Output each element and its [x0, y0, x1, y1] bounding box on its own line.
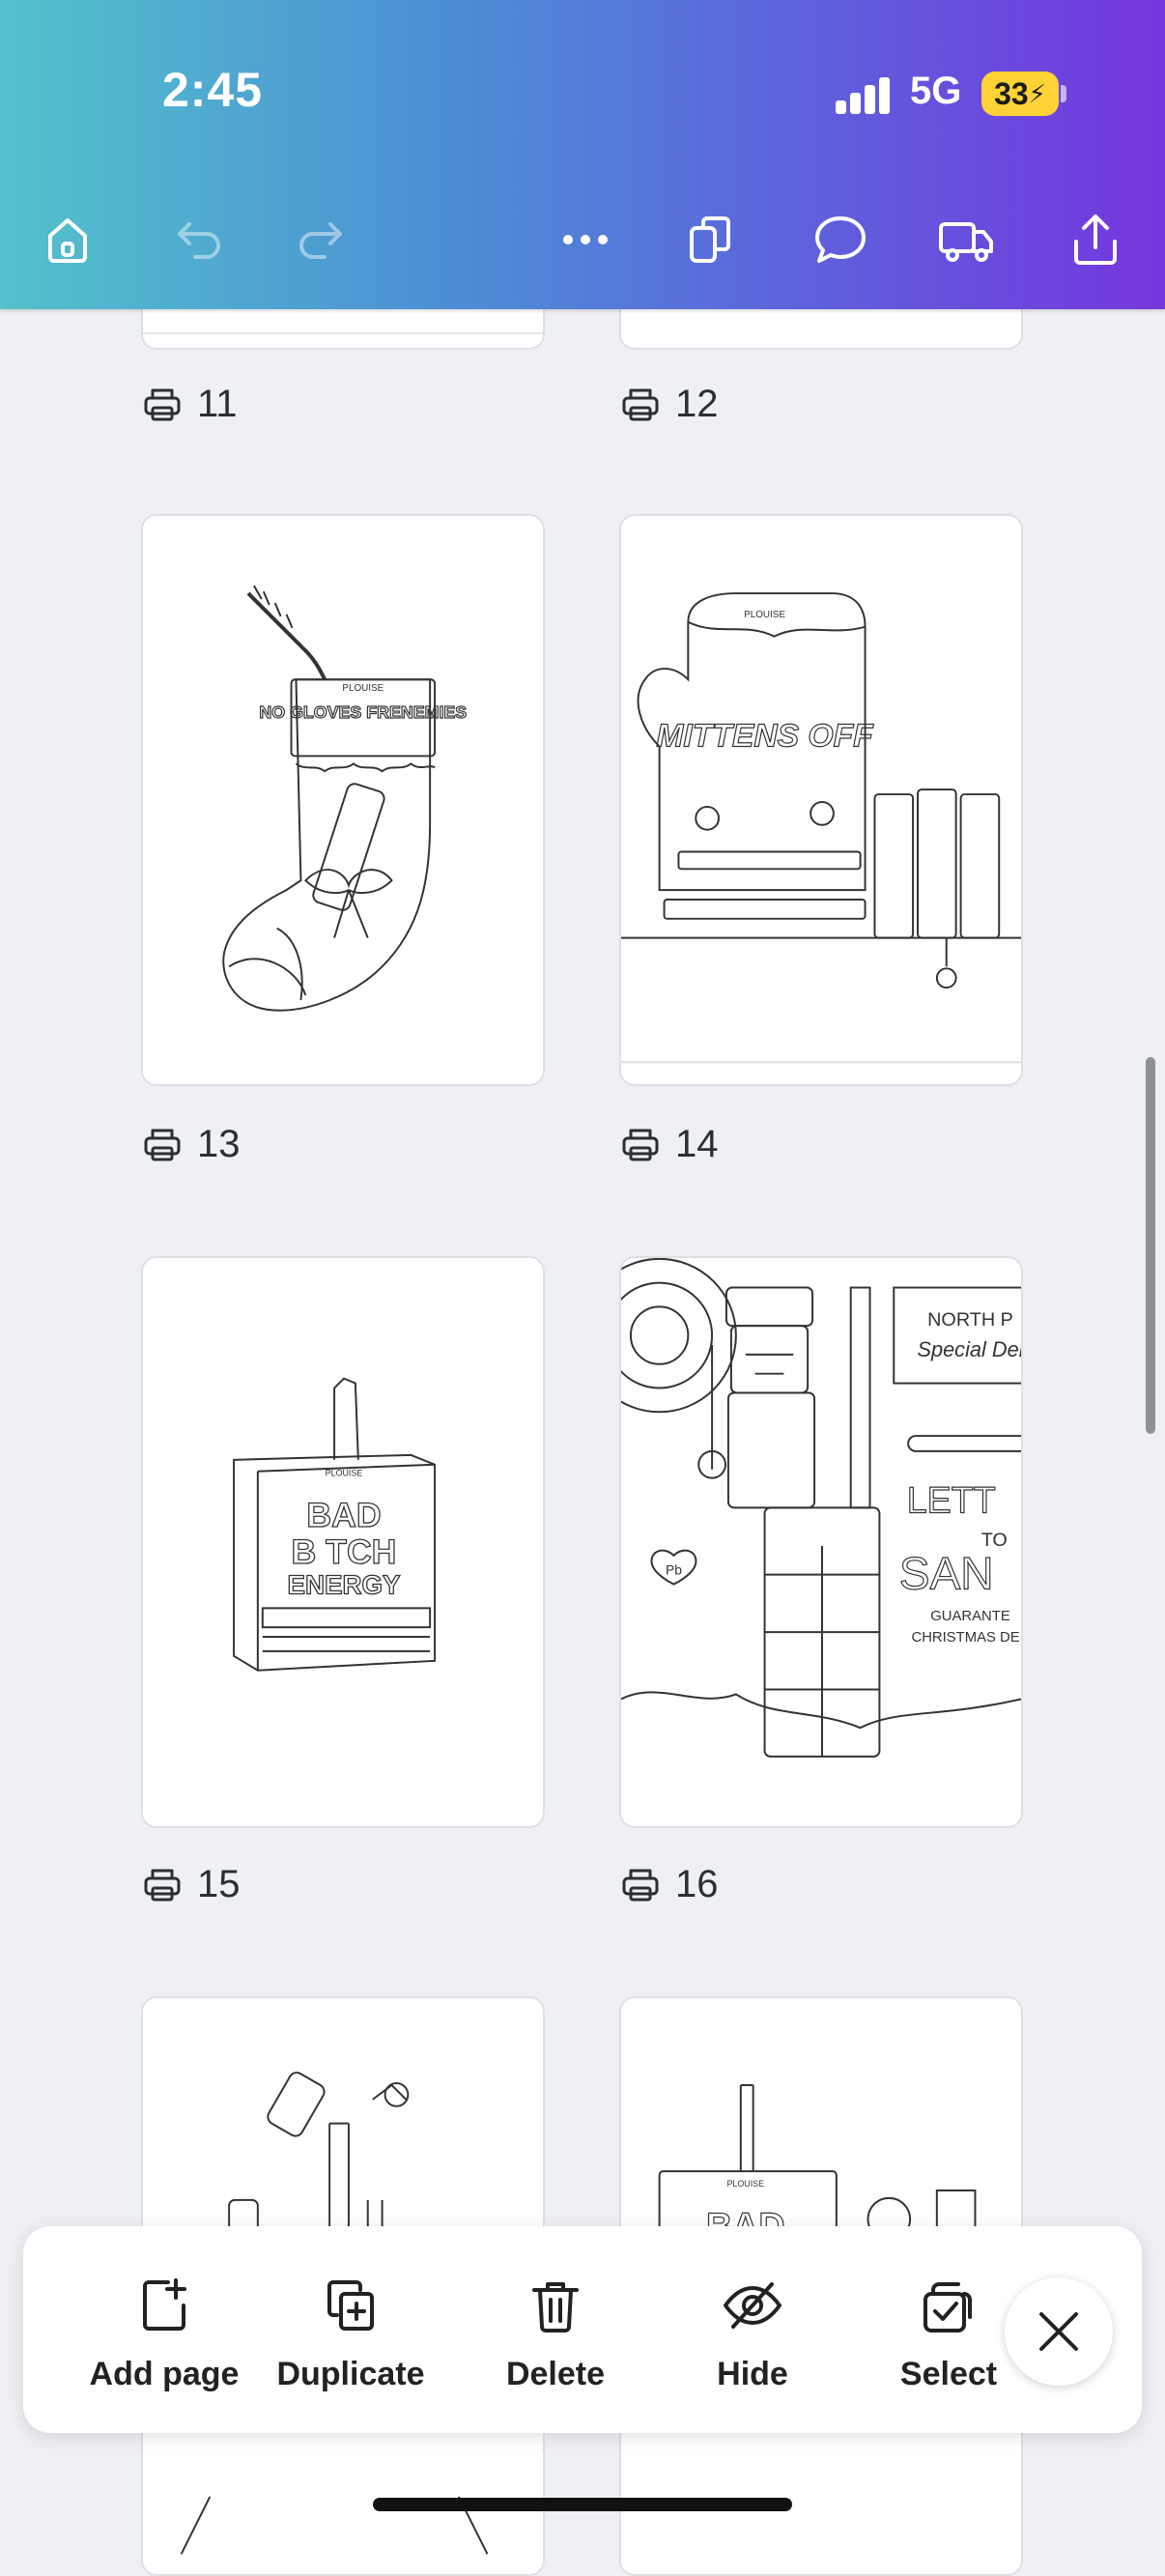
scrollbar[interactable]	[1146, 1057, 1155, 1434]
page-label-15: 15	[141, 1855, 241, 1913]
pages-icon[interactable]	[676, 205, 746, 274]
page-number: 11	[197, 382, 238, 425]
page-number: 16	[675, 1862, 719, 1905]
redo-icon[interactable]	[286, 205, 355, 274]
guarantee-text: GUARANTE	[930, 1609, 1010, 1624]
undo-icon[interactable]	[164, 205, 234, 274]
page-label-12: 12	[619, 375, 719, 433]
eye-off-icon	[724, 2282, 781, 2329]
page-label-13: 13	[141, 1115, 241, 1173]
home-icon[interactable]	[33, 205, 102, 274]
santa-text: SAN	[899, 1549, 994, 1600]
to-text: TO	[981, 1530, 1008, 1551]
juice-box-illustration: PLOUISE BAD B TCH ENERGY	[233, 1377, 437, 1672]
battery-icon: 33⚡	[981, 72, 1059, 116]
hide-label: Hide	[717, 2356, 788, 2392]
hide-button[interactable]: Hide	[656, 2275, 849, 2393]
duplicate-icon	[327, 2280, 374, 2331]
print-icon	[144, 1129, 181, 1161]
home-indicator	[373, 2498, 792, 2511]
page-number: 14	[675, 1122, 719, 1165]
juice-title-2: B TCH	[292, 1532, 397, 1571]
brand-text: PLOUISE	[726, 2179, 764, 2189]
juice-title-1: BAD	[306, 1496, 381, 1534]
select-button[interactable]: Select	[852, 2275, 1045, 2393]
comment-icon[interactable]	[806, 205, 875, 274]
duplicate-label: Duplicate	[276, 2356, 425, 2392]
print-icon	[622, 388, 659, 421]
page-thumbnail-13[interactable]: PLOUISE NO GLOVES FRENEMIES	[141, 514, 545, 1086]
select-check-icon	[923, 2282, 972, 2333]
select-label: Select	[899, 2356, 998, 2392]
brand-text: PLOUISE	[744, 610, 785, 620]
add-page-icon	[143, 2278, 186, 2331]
heart-label: Pb	[666, 1562, 682, 1578]
delivery-truck-icon[interactable]	[931, 205, 1001, 274]
share-icon[interactable]	[1061, 205, 1130, 274]
print-icon	[144, 388, 181, 421]
status-time: 2:45	[162, 63, 264, 117]
sign-special-delivery: Special Del	[917, 1337, 1021, 1361]
network-type: 5G	[910, 70, 962, 112]
more-icon[interactable]	[551, 205, 620, 274]
stocking-illustration: PLOUISE NO GLOVES FRENEMIES	[222, 585, 468, 1012]
page-thumbnail-14[interactable]: PLOUISE MITTENS OFF	[619, 514, 1023, 1086]
mittens-illustration: PLOUISE MITTENS OFF	[621, 592, 1021, 1064]
battery-tip	[1061, 85, 1066, 102]
letter-text: LETT	[907, 1479, 996, 1520]
sign-north-pole: NORTH P	[927, 1309, 1013, 1331]
battery-level: 33	[994, 75, 1029, 111]
brand-text: PLOUISE	[342, 683, 384, 694]
mittens-title: MITTENS OFF	[656, 719, 874, 755]
top-app-bar: 2:45 5G 33⚡	[0, 0, 1165, 309]
page-thumbnail-16[interactable]: NORTH P Special Del LETT TO SAN GUARANTE…	[619, 1256, 1023, 1828]
page-number: 15	[197, 1862, 241, 1905]
close-icon	[1039, 2312, 1078, 2351]
nutcracker-illustration: NORTH P Special Del LETT TO SAN GUARANTE…	[621, 1258, 1021, 1758]
delete-label: Delete	[505, 2356, 606, 2392]
add-page-label: Add page	[89, 2356, 240, 2392]
juice-title-3: ENERGY	[287, 1569, 401, 1599]
delete-button[interactable]: Delete	[459, 2275, 652, 2393]
page-label-14: 14	[619, 1115, 719, 1173]
page-thumbnail-15[interactable]: PLOUISE BAD B TCH ENERGY	[141, 1256, 545, 1828]
page-edge	[143, 332, 543, 334]
page-number: 13	[197, 1122, 241, 1165]
page-label-16: 16	[619, 1855, 719, 1913]
page-label-11: 11	[141, 375, 238, 433]
stocking-title: NO GLOVES FRENEMIES	[259, 702, 467, 722]
print-icon	[144, 1869, 181, 1902]
brand-text: PLOUISE	[326, 1469, 363, 1478]
close-button[interactable]	[1005, 2277, 1113, 2386]
page-number: 12	[675, 382, 719, 425]
christmas-text: CHRISTMAS DE	[911, 1630, 1019, 1646]
duplicate-button[interactable]: Duplicate	[254, 2275, 447, 2393]
page-actions-toolbar: Add page Duplicate Delete Hide Select	[23, 2226, 1142, 2433]
print-icon	[622, 1869, 659, 1902]
cellular-signal-icon	[836, 77, 892, 114]
print-icon	[622, 1129, 659, 1161]
add-page-button[interactable]: Add page	[68, 2275, 261, 2393]
trash-icon	[532, 2282, 579, 2333]
